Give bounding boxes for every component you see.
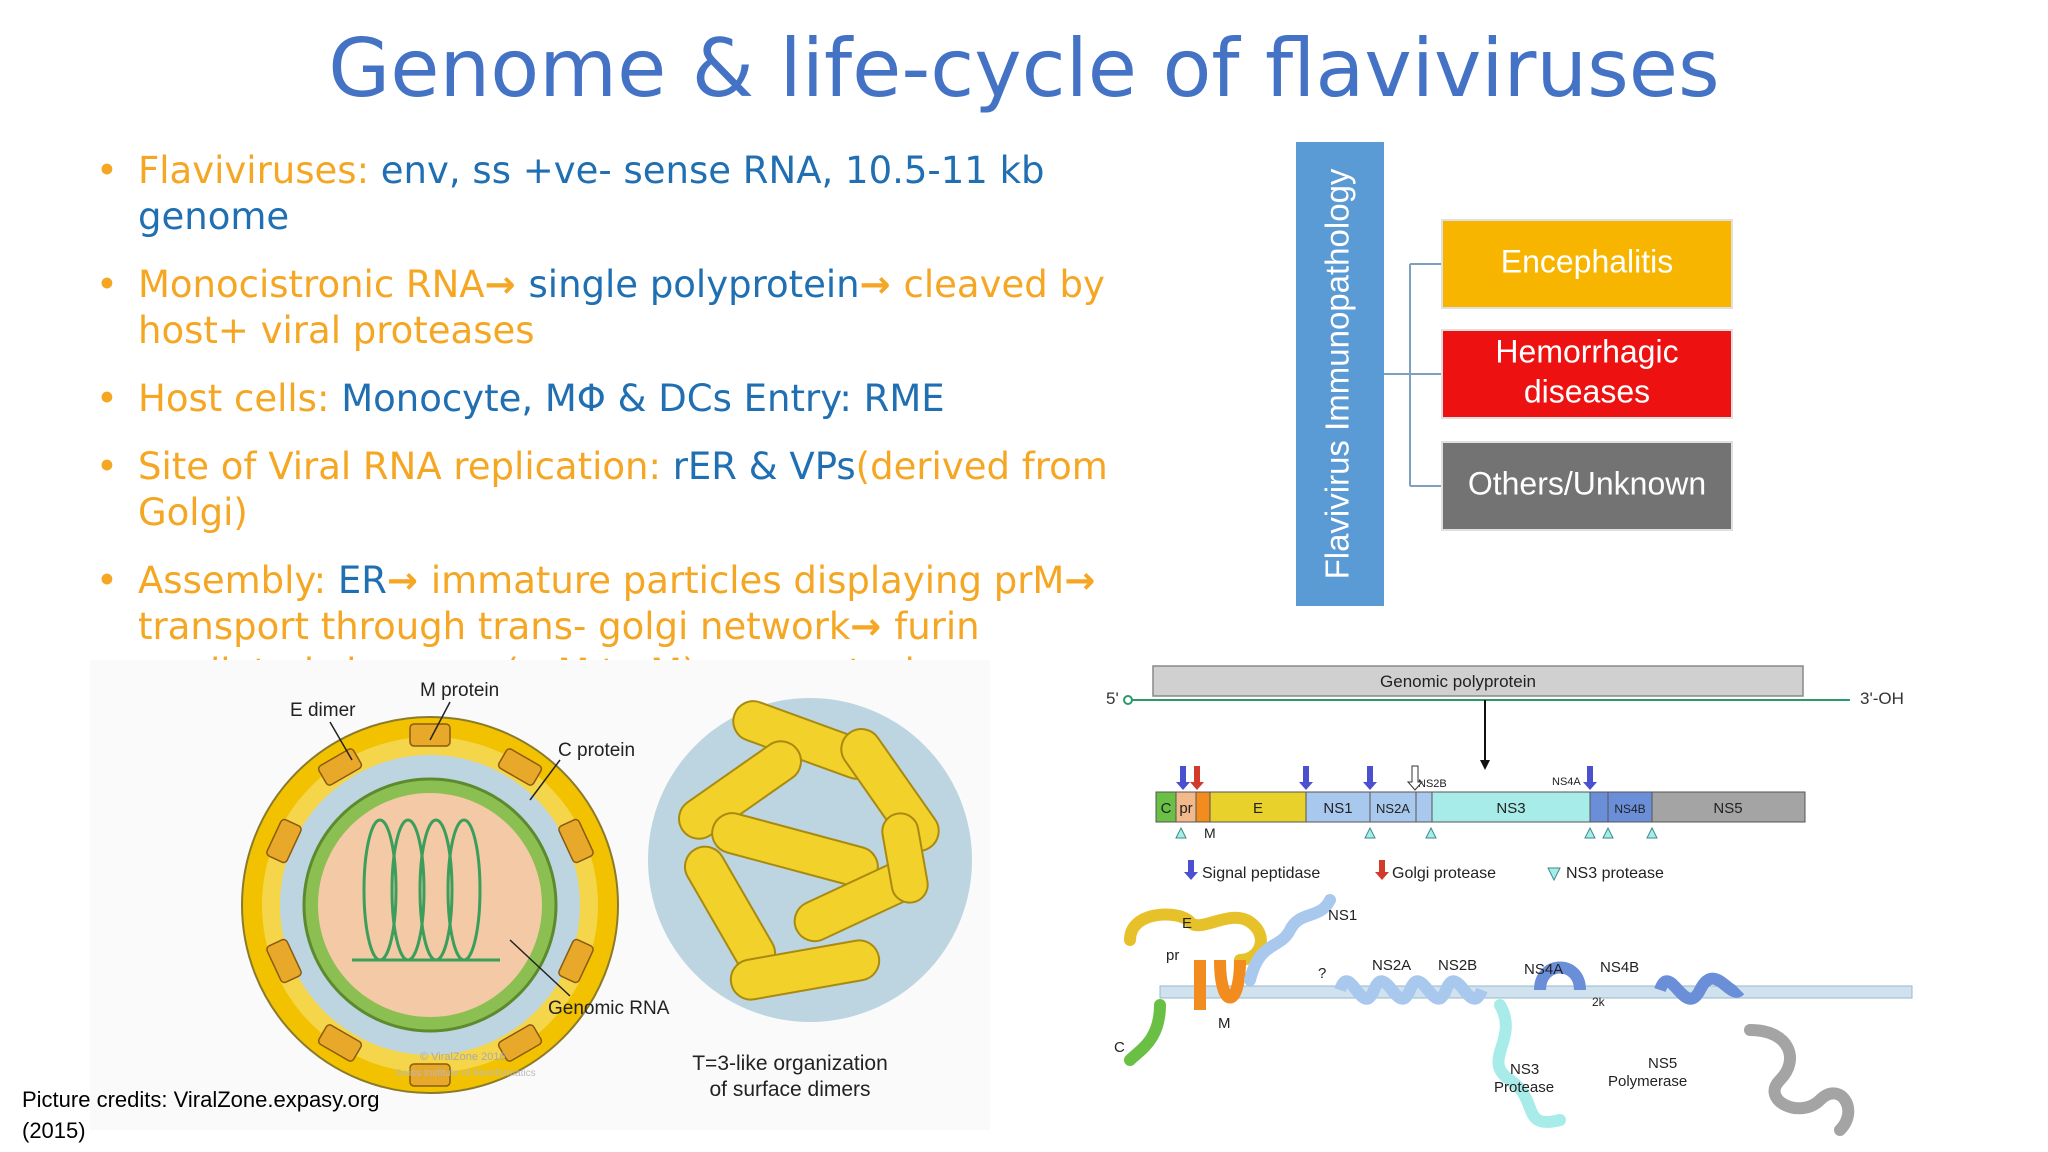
bullet-text: transport through trans- golgi network bbox=[138, 605, 851, 648]
golgi-protease-icon bbox=[1375, 860, 1389, 880]
immunopathology-bar bbox=[1296, 142, 1384, 606]
segment-label: NS4B bbox=[1614, 802, 1645, 816]
topo-ns5-line1: NS5 bbox=[1648, 1055, 1677, 1072]
hemorrhagic-box bbox=[1441, 329, 1733, 419]
legend-signal-peptidase: Signal peptidase bbox=[1202, 865, 1320, 882]
hemorrhagic-label-line1: Hemorrhagic bbox=[1495, 333, 1678, 369]
topo-ns3-line2: Protease bbox=[1494, 1079, 1554, 1096]
genomic-polyprotein-bar bbox=[1152, 665, 1804, 697]
segment-m bbox=[1195, 791, 1211, 823]
topo-2k-label: 2k bbox=[1592, 995, 1606, 1009]
others-box bbox=[1441, 441, 1733, 531]
segment-e bbox=[1209, 791, 1307, 823]
bullet-text: immature particles displaying prM bbox=[430, 559, 1065, 602]
bullet-item: •Site of Viral RNA replication: rER & VP… bbox=[96, 445, 1108, 534]
topo-m-label: M bbox=[1218, 1015, 1231, 1032]
credits-line2: (2015) bbox=[22, 1118, 86, 1143]
topo-pr-label: pr bbox=[1166, 947, 1179, 964]
topo-ns3-line1: NS3 bbox=[1510, 1061, 1539, 1078]
topo-question-label: ? bbox=[1318, 965, 1326, 982]
bullet-text: Monocyte, MΦ & DCs Entry: RME bbox=[341, 377, 945, 420]
five-prime-label: 5' bbox=[1106, 689, 1119, 708]
copyright-line1: © ViralZone 2016 bbox=[420, 1051, 506, 1063]
segment-ns1 bbox=[1305, 791, 1371, 823]
virion-illustration: E dimer M protein C protein Genomic RNA … bbox=[90, 660, 990, 1130]
three-prime-label: 3'-OH bbox=[1860, 689, 1904, 708]
m-label: M bbox=[1204, 825, 1216, 841]
topo-ns1-label: NS1 bbox=[1328, 907, 1357, 924]
polyprotein-segments: C pr E NS1 NS2A NS3 NS4B NS5 bbox=[1155, 791, 1806, 823]
genomic-rna-coil bbox=[352, 818, 500, 962]
topo-e-label: E bbox=[1182, 915, 1192, 932]
encephalitis-box bbox=[1441, 219, 1733, 309]
topo-ns4a-label: NS4A bbox=[1524, 961, 1563, 978]
arrow-icon: → bbox=[484, 263, 529, 306]
bullet-item: •Monocistronic RNA→ single polyprotein→ … bbox=[96, 263, 1105, 352]
signal-peptidase-icon bbox=[1184, 860, 1198, 880]
genome-diagram: 5' Genomic polyprotein 3'-OH C pr E NS1 … bbox=[1100, 660, 1940, 1150]
cleavage-arrows bbox=[1175, 765, 1658, 839]
copyright-line2: Swiss Institute of Bioinformatics bbox=[395, 1068, 536, 1079]
picture-credits: Picture credits: ViralZone.expasy.org (2… bbox=[22, 1084, 379, 1146]
segment-label: NS5 bbox=[1713, 800, 1742, 817]
ns4a-label: NS4A bbox=[1552, 776, 1581, 788]
hemorrhagic-label-line2: diseases bbox=[1524, 373, 1650, 409]
segment-label: NS2A bbox=[1376, 801, 1410, 816]
segment-label: NS1 bbox=[1323, 800, 1352, 817]
bullet-text: single polyprotein bbox=[528, 263, 860, 306]
immunopathology-title: Flavivirus Immunopathology bbox=[1319, 168, 1356, 579]
bullet-text: cleaved by host+ viral proteases bbox=[138, 263, 1105, 352]
bullet-text: ER bbox=[337, 559, 387, 602]
segment-ns2b bbox=[1415, 791, 1433, 823]
segment-label: C bbox=[1161, 800, 1172, 817]
surface-caption-line2: of surface dimers bbox=[709, 1078, 870, 1101]
others-label: Others/Unknown bbox=[1468, 465, 1706, 501]
bullet-item: •Flaviviruses: env, ss +ve- sense RNA, 1… bbox=[96, 149, 1045, 238]
polyprotein-label: Genomic polyprotein bbox=[1380, 672, 1536, 691]
arrow-icon: → bbox=[859, 263, 904, 306]
slide-title: Genome & life-cycle of flaviviruses bbox=[328, 22, 1720, 115]
topo-ns2b-label: NS2B bbox=[1438, 957, 1477, 974]
segment-ns2a bbox=[1369, 791, 1417, 823]
segment-ns3 bbox=[1431, 791, 1591, 823]
immunopathology-diagram: Flavivirus Immunopathology Encephalitis … bbox=[1296, 142, 1733, 606]
segment-label: E bbox=[1253, 800, 1263, 817]
topo-c-label: C bbox=[1114, 1039, 1125, 1056]
bullet-text: Monocistronic RNA bbox=[138, 263, 485, 306]
virion-cross-section bbox=[241, 716, 619, 1094]
c-protein-label: C protein bbox=[558, 740, 635, 761]
m-protein-label: M protein bbox=[420, 680, 499, 701]
segment-label: NS3 bbox=[1496, 800, 1525, 817]
e-dimer-label: E dimer bbox=[290, 700, 356, 721]
legend-ns3-protease: NS3 protease bbox=[1566, 865, 1664, 882]
segment-ns4a bbox=[1589, 791, 1609, 823]
genomic-rna-label: Genomic RNA bbox=[548, 998, 670, 1019]
topo-ns5-line2: Polymerase bbox=[1608, 1073, 1687, 1090]
bullet-text: Host cells: bbox=[138, 377, 342, 420]
topo-ns2a-label: NS2A bbox=[1372, 957, 1411, 974]
credits-line1: Picture credits: ViralZone.expasy.org bbox=[22, 1087, 380, 1112]
cleavage-legend: Signal peptidase Golgi protease NS3 prot… bbox=[1184, 860, 1664, 882]
legend-golgi-protease: Golgi protease bbox=[1392, 865, 1496, 882]
segment-ns5 bbox=[1651, 791, 1806, 823]
bullet-text: env, ss +ve- sense RNA, 10.5-11 kb genom… bbox=[138, 149, 1045, 238]
membrane-topology bbox=[1124, 894, 1913, 1136]
bullet-text: (derived from Golgi) bbox=[138, 445, 1108, 534]
bullet-text: rER & VPs bbox=[672, 445, 856, 488]
arrow-icon: → bbox=[386, 559, 431, 602]
topo-ns4b-label: NS4B bbox=[1600, 959, 1639, 976]
surface-caption-line1: T=3-like organization bbox=[692, 1052, 888, 1075]
bullet-text: Assembly: bbox=[138, 559, 338, 602]
bullet-list: •Flaviviruses: env, ss +ve- sense RNA, 1… bbox=[96, 148, 1136, 718]
ns3-protease-icon bbox=[1547, 867, 1561, 882]
virion-surface bbox=[648, 698, 972, 1022]
encephalitis-label: Encephalitis bbox=[1501, 243, 1674, 279]
arrow-icon: → bbox=[1064, 559, 1096, 602]
arrow-icon: → bbox=[850, 605, 895, 648]
ns2b-label: NS2B bbox=[1418, 778, 1447, 790]
bullet-item: •Host cells: Monocyte, MΦ & DCs Entry: R… bbox=[96, 377, 945, 420]
bullet-text: Flaviviruses: bbox=[138, 149, 381, 192]
segment-label: pr bbox=[1179, 800, 1192, 817]
bullet-text: Site of Viral RNA replication: bbox=[138, 445, 673, 488]
